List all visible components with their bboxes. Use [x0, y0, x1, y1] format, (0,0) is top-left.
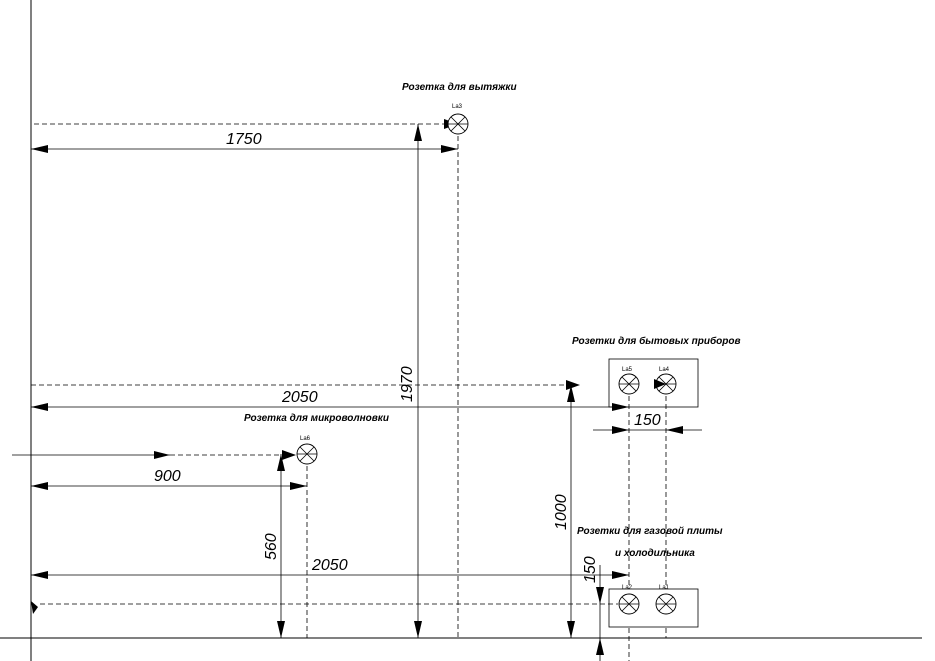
arrowhead-down [277, 621, 285, 638]
label-appliances: Розетки для бытовых приборов [572, 335, 741, 347]
socket-la1-tag: La1 [659, 585, 670, 591]
label-hood: Розетка для вытяжки [402, 82, 517, 93]
arrowhead-left [31, 403, 48, 411]
dim-900: 900 [31, 468, 307, 490]
dim-1750: 1750 [31, 131, 458, 153]
arrowhead-left [31, 145, 48, 153]
socket-la1 [655, 593, 677, 615]
dim-150-horizontal: 150 [593, 412, 702, 434]
dim-1970: 1970 [399, 124, 422, 638]
dim-2050-lower: 2050 [31, 557, 629, 579]
arrowhead-up [277, 454, 285, 471]
socket-la2-tag: La2 [622, 585, 633, 591]
label-microwave: Розетка для микроволновки [244, 413, 389, 424]
dim-560: 560 [263, 454, 285, 638]
dim-1970-text: 1970 [399, 366, 416, 402]
dim-2050-upper-text: 2050 [281, 389, 318, 406]
dim-150-vertical-text: 150 [582, 556, 599, 583]
socket-la6 [296, 443, 318, 465]
arrowhead-up [414, 124, 422, 141]
arrowhead-left [666, 426, 683, 434]
label-stove-line1: Розетки для газовой плиты [577, 526, 723, 537]
arrowhead-appliances-pointer [566, 380, 580, 390]
socket-la2 [618, 593, 640, 615]
arrowhead-microwave-pointer [282, 450, 296, 460]
dim-150-vertical: 150 [582, 556, 604, 661]
dim-1000-text: 1000 [553, 494, 570, 530]
arrowhead-right [612, 426, 629, 434]
socket-la5 [618, 373, 640, 395]
arrowhead-right [612, 403, 629, 411]
arrowhead-corner [31, 601, 38, 614]
dim-150-horizontal-text: 150 [634, 412, 661, 429]
arrowhead-up [567, 385, 575, 402]
arrowhead-left [31, 482, 48, 490]
arrowhead-right [612, 571, 629, 579]
socket-la3 [447, 113, 469, 135]
socket-la5-tag: La5 [622, 367, 633, 373]
dim-560-text: 560 [263, 533, 280, 560]
arrowhead-down [414, 621, 422, 638]
arrowhead-right [290, 482, 307, 490]
dim-1000: 1000 [553, 385, 575, 638]
arrowhead-up [596, 638, 604, 655]
arrowhead-down [596, 587, 604, 604]
arrowhead-right [441, 145, 458, 153]
dim-2050-upper: 2050 [31, 389, 629, 411]
arrowhead-microwave-pointer-left [154, 451, 170, 459]
label-stove-line2: и холодильника [615, 548, 695, 559]
dim-1750-text: 1750 [226, 131, 262, 148]
dim-2050-lower-text: 2050 [311, 557, 348, 574]
arrowhead-down [567, 621, 575, 638]
socket-la3-tag: La3 [452, 104, 463, 110]
arrowhead-la4-pointer [654, 379, 666, 389]
socket-la6-tag: La6 [300, 436, 311, 442]
dim-900-text: 900 [154, 468, 181, 485]
arrowhead-left [31, 571, 48, 579]
socket-la4-tag: La4 [659, 367, 670, 373]
